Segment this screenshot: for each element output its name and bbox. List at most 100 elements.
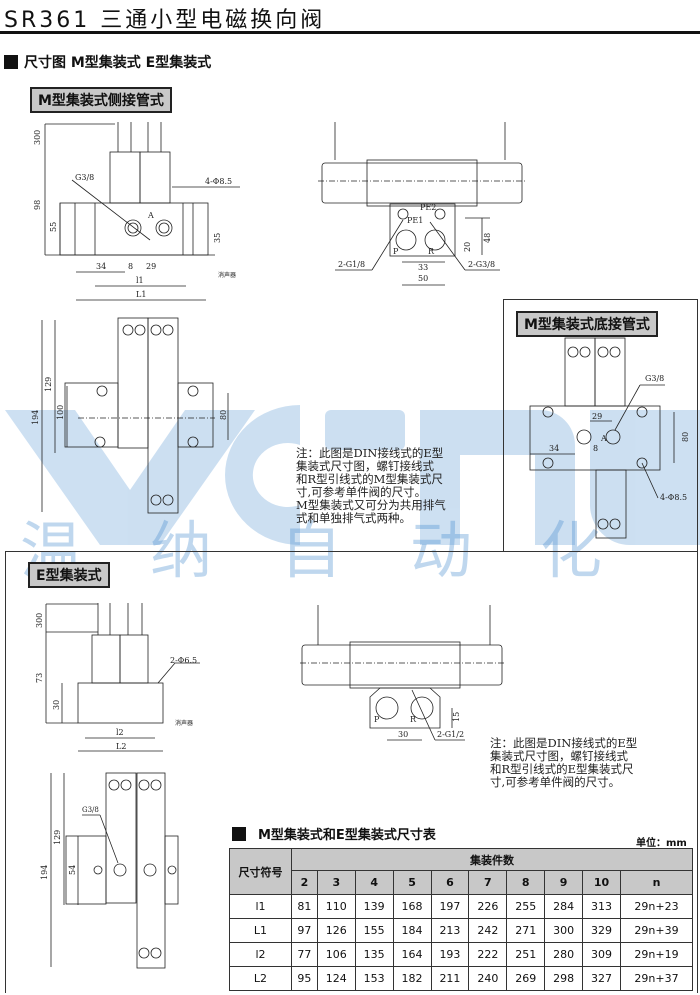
dim-g38-2: 2-G3/8 xyxy=(468,260,495,269)
dim-l2: l2 xyxy=(116,728,124,737)
dim-e-g38: G3/8 xyxy=(82,806,99,814)
column-header: 4 xyxy=(354,870,394,895)
note-line: M型集装式又可分为共用排气 xyxy=(296,498,446,512)
row-symbol: l1 xyxy=(229,894,292,919)
row-symbol: l2 xyxy=(229,942,292,967)
column-header: 9 xyxy=(544,870,584,895)
dim-20: 20 xyxy=(463,242,472,252)
column-header: 8 xyxy=(506,870,546,895)
dim-34-2: 34 xyxy=(549,444,559,453)
port-e-p: P xyxy=(374,715,380,724)
table-cell: 153 xyxy=(354,966,394,991)
table-cell: 197 xyxy=(430,894,470,919)
bullet-square-icon xyxy=(4,55,18,69)
table-cell: 284 xyxy=(544,894,584,919)
page-title: SR361 三通小型电磁换向阀 xyxy=(4,8,326,33)
dim-g38-3: G3/8 xyxy=(645,374,664,383)
table-cell: 164 xyxy=(392,942,432,967)
note-line: 集装式尺寸图，螺钉接线式 xyxy=(490,749,628,763)
note-line: 集装式尺寸图，螺钉接线式 xyxy=(296,459,434,473)
dim-33: 33 xyxy=(418,263,428,272)
table-cell: 300 xyxy=(544,918,584,943)
table-cell: 97 xyxy=(291,918,318,943)
table-cell: 126 xyxy=(316,918,356,943)
table-cell: 298 xyxy=(544,966,584,991)
dim-8: 8 xyxy=(128,262,133,271)
frame-m-bottom xyxy=(503,299,698,551)
dim-holes-2: 4-Φ8.5 xyxy=(660,493,687,502)
table-cell: 135 xyxy=(354,942,394,967)
dim-34: 34 xyxy=(96,262,106,271)
drawing-m-side-end xyxy=(318,122,525,286)
dim-194: 194 xyxy=(31,410,40,425)
column-header: 3 xyxy=(316,870,356,895)
table-cell: 240 xyxy=(468,966,508,991)
table-cell: 327 xyxy=(582,966,621,991)
column-header: 7 xyxy=(468,870,508,895)
column-header: n xyxy=(620,870,693,895)
table-cell: 168 xyxy=(392,894,432,919)
table-unit: 单位：mm xyxy=(636,838,687,849)
dim-8-2: 8 xyxy=(593,444,598,453)
drawing-m-side-front xyxy=(44,122,240,301)
table-cell: 329 xyxy=(582,918,621,943)
note-m-type: 注：此图是DIN接线式的E型 集装式尺寸图，螺钉接线式 和R型引线式的M型集装式… xyxy=(296,447,446,525)
table-cell: 106 xyxy=(316,942,356,967)
section-heading-text: 尺寸图 M型集装式 E型集装式 xyxy=(24,55,212,71)
dim-e-30: 30 xyxy=(52,700,61,710)
dim-g18: 2-G1/8 xyxy=(338,260,365,269)
table-cell: 29n+39 xyxy=(620,918,693,943)
dim-l1: l1 xyxy=(136,276,144,285)
table-cell: 124 xyxy=(316,966,356,991)
dim-48: 48 xyxy=(483,233,492,243)
note-line: 注：此图是DIN接线式的E型 xyxy=(490,736,638,750)
dim-29-2: 29 xyxy=(592,412,602,421)
dim-29: 29 xyxy=(146,262,156,271)
table-cell: 139 xyxy=(354,894,394,919)
note-line: 式和单独排气式两种。 xyxy=(296,511,411,525)
dim-e-15: 15 xyxy=(452,712,461,722)
port-p: P xyxy=(393,247,399,256)
dim-35: 35 xyxy=(213,233,222,243)
count-header: 集装件数 xyxy=(291,848,693,871)
table-cell: 29n+37 xyxy=(620,966,693,991)
dim-98: 98 xyxy=(33,200,42,210)
table-cell: 222 xyxy=(468,942,508,967)
table-cell: 211 xyxy=(430,966,470,991)
row-symbol: L1 xyxy=(229,918,292,943)
table-cell: 77 xyxy=(291,942,318,967)
table-cell: 110 xyxy=(316,894,356,919)
dim-300: 300 xyxy=(33,130,42,145)
row-symbol: L2 xyxy=(229,966,292,991)
dim-g38: G3/8 xyxy=(75,173,94,182)
drawing-m-bottom xyxy=(529,337,675,539)
dim-e-30w: 30 xyxy=(398,730,408,739)
frame-e-type xyxy=(5,551,698,993)
dim-e-holes: 2-Φ6.5 xyxy=(170,656,197,665)
table-cell: 251 xyxy=(506,942,546,967)
port-a: A xyxy=(147,211,154,220)
title-underline xyxy=(0,31,700,34)
drawing-e-front xyxy=(45,603,200,752)
table-cell: 226 xyxy=(468,894,508,919)
dim-e-194: 194 xyxy=(40,865,49,880)
table-cell: 309 xyxy=(582,942,621,967)
dim-80: 80 xyxy=(219,410,228,420)
section-heading: 尺寸图 M型集装式 E型集装式 xyxy=(4,52,211,72)
table-cell: 184 xyxy=(392,918,432,943)
dim-holes: 4-Φ8.5 xyxy=(205,177,232,186)
table-cell: 271 xyxy=(506,918,546,943)
muffler-label: 消声器 xyxy=(218,271,236,279)
symbol-header: 尺寸符号 xyxy=(229,848,292,895)
table-cell: 29n+23 xyxy=(620,894,693,919)
label-m-side: M型集装式侧接管式 xyxy=(30,87,172,113)
note-e-type: 注：此图是DIN接线式的E型 集装式尺寸图，螺钉接线式 和R型引线式的E型集装式… xyxy=(490,737,637,789)
note-line: 注：此图是DIN接线式的E型 xyxy=(296,446,444,460)
port-pe2: PE2 xyxy=(420,203,436,212)
dim-e-300: 300 xyxy=(35,613,44,628)
